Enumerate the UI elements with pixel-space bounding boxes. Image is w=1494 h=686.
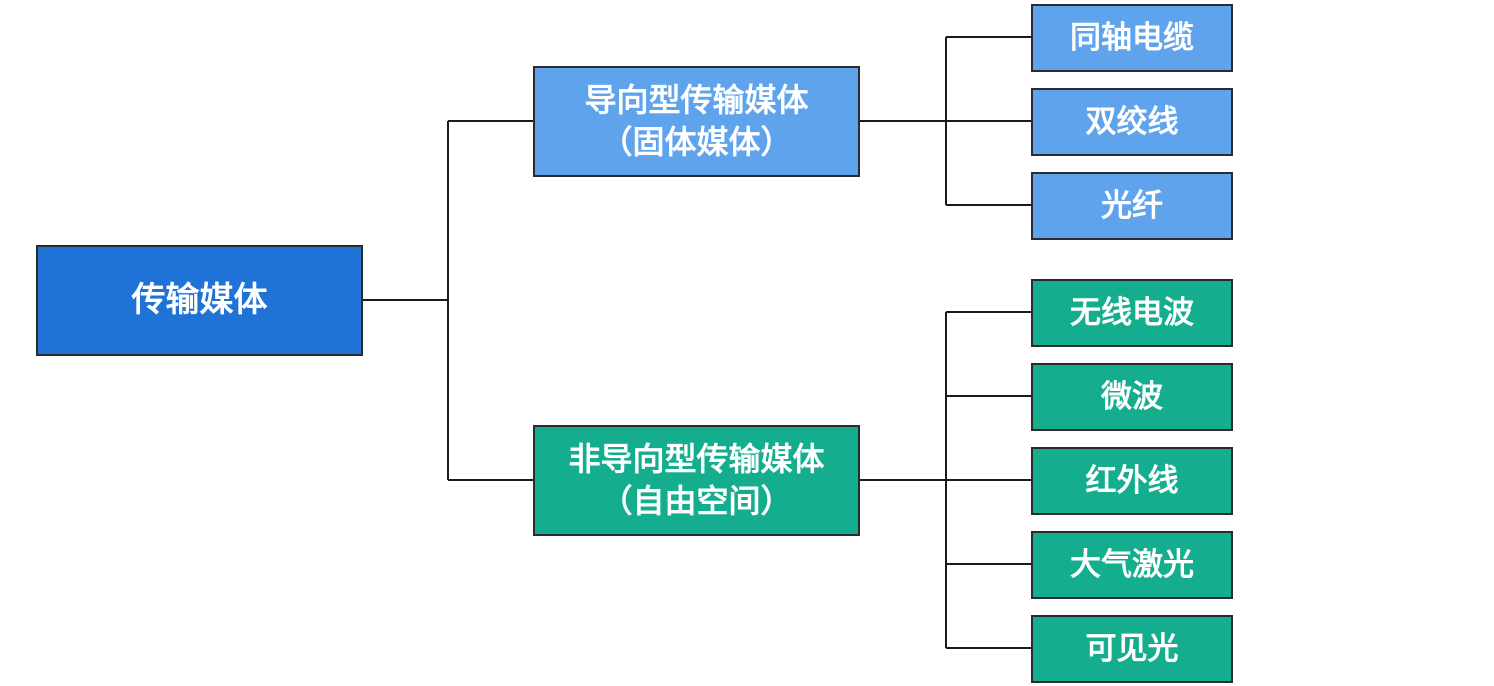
leaf-label: 同轴电缆 <box>1070 19 1194 56</box>
leaf-label: 微波 <box>1101 378 1163 415</box>
leaf-label: 双绞线 <box>1085 103 1179 140</box>
leaf-visible-light: 可见光 <box>1031 615 1233 683</box>
unguided-media-subtitle: （自由空间） <box>600 481 793 520</box>
leaf-label: 可见光 <box>1085 630 1179 667</box>
root-node: 传输媒体 <box>36 245 363 356</box>
leaf-twisted-pair: 双绞线 <box>1031 88 1233 156</box>
leaf-label: 光纤 <box>1101 187 1163 224</box>
leaf-microwave: 微波 <box>1031 363 1233 431</box>
guided-media-title: 导向型传输媒体 <box>584 80 809 119</box>
leaf-infrared: 红外线 <box>1031 447 1233 515</box>
guided-media-subtitle: （固体媒体） <box>600 122 793 161</box>
leaf-coaxial-cable: 同轴电缆 <box>1031 4 1233 72</box>
unguided-media-node: 非导向型传输媒体 （自由空间） <box>533 425 860 536</box>
leaf-radio-waves: 无线电波 <box>1031 279 1233 347</box>
unguided-media-title: 非导向型传输媒体 <box>568 439 825 478</box>
leaf-label: 无线电波 <box>1070 294 1194 331</box>
guided-media-node: 导向型传输媒体 （固体媒体） <box>533 66 860 177</box>
leaf-optical-fiber: 光纤 <box>1031 172 1233 240</box>
root-node-label: 传输媒体 <box>131 280 268 321</box>
leaf-label: 大气激光 <box>1070 546 1194 583</box>
leaf-label: 红外线 <box>1085 462 1179 499</box>
leaf-atmospheric-laser: 大气激光 <box>1031 531 1233 599</box>
